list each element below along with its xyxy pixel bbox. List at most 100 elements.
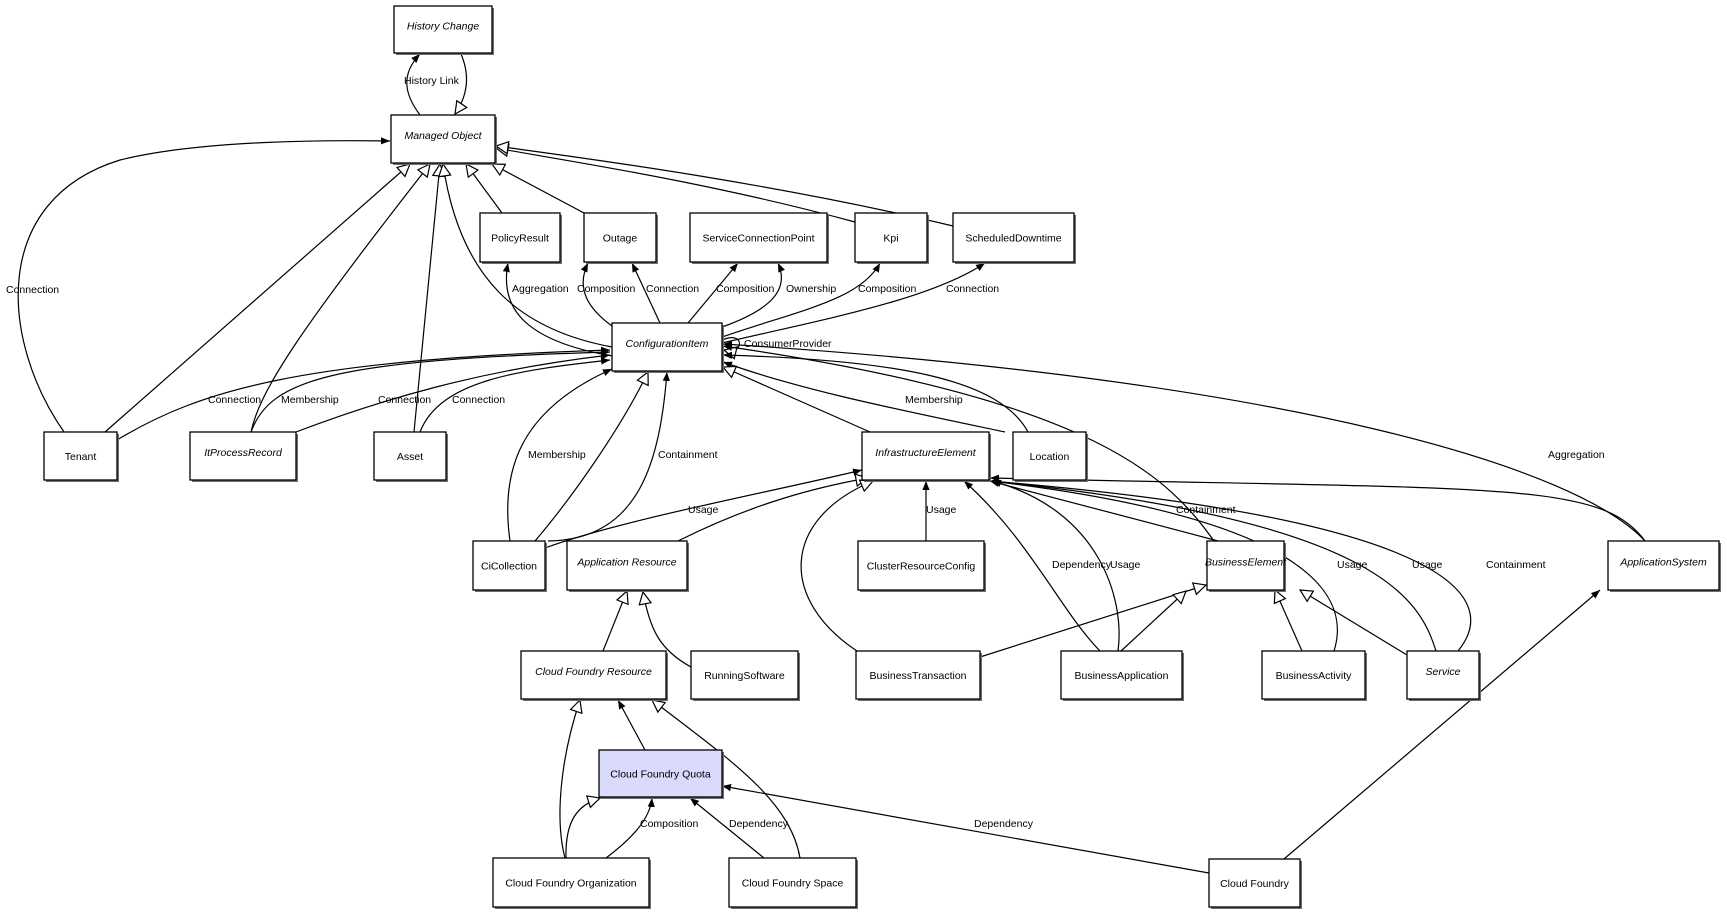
node-box[interactable] [728,857,857,908]
node-infrastructure-element[interactable]: InfrastructureElement [861,431,991,482]
node-cluster-resource-config[interactable]: ClusterResourceConfig [857,540,986,592]
node-managed-object[interactable]: Managed Object [390,114,497,165]
node-label: BusinessApplication [1075,670,1169,682]
node-box[interactable] [1607,540,1720,591]
node-box[interactable] [1206,540,1285,591]
edge-cloud-foundry-to-cloud-foundry-quota [1283,589,1601,860]
node-box[interactable] [1060,650,1183,700]
node-box[interactable] [393,5,493,54]
node-label: RunningSoftware [704,670,785,682]
edge-label: Usage [926,504,957,516]
node-label: Cloud Foundry Organization [505,877,636,889]
node-ci-collection[interactable]: CiCollection [472,540,547,592]
edge-application-system-to-infrastructure-element [979,585,1206,658]
node-label: Tenant [65,451,97,463]
edge-business-activity-to-business-element [1300,590,1408,656]
edge-location-to-configuration-item [722,361,1006,433]
edge-policy-result-to-managed-object [466,164,503,214]
node-scheduled-downtime[interactable]: ScheduledDowntime [952,212,1076,264]
edge-asset-to-managed-object [413,164,440,433]
edge-business-activity-to-infrastructure-element [989,478,1437,652]
edge-configuration-item-to-policy-result [502,262,613,357]
node-box[interactable] [855,650,981,700]
node-business-transaction[interactable]: BusinessTransaction [855,650,982,701]
node-box[interactable] [520,650,667,700]
edge-tenant-to-managed-object [17,137,391,433]
edge-it-process-record-to-configuration-item [250,348,611,433]
node-box[interactable] [1406,650,1480,700]
node-tenant[interactable]: Tenant [43,431,119,482]
node-box[interactable] [857,540,985,591]
node-box[interactable] [854,212,928,263]
node-kpi[interactable]: Kpi [854,212,929,264]
node-box[interactable] [492,857,650,908]
node-box[interactable] [566,540,688,591]
edge-cloud-foundry-space-to-cloud-foundry-resource [565,798,600,859]
node-box[interactable] [189,431,297,481]
node-business-activity[interactable]: BusinessActivity [1261,650,1367,701]
node-cloud-foundry[interactable]: Cloud Foundry [1208,858,1302,909]
node-label: Outage [603,232,638,244]
node-service-connection-point[interactable]: ServiceConnectionPoint [689,212,829,264]
node-policy-result[interactable]: PolicyResult [479,212,562,264]
node-box[interactable] [479,212,561,263]
node-service[interactable]: Service [1406,650,1481,701]
node-history-change[interactable]: History Change [393,5,494,55]
edge-cloud-foundry-organization-to-cloud-foundry-quota [689,797,765,859]
node-box[interactable] [952,212,1075,263]
edge-outage-to-managed-object [492,164,585,214]
node-box[interactable] [689,212,828,263]
node-box[interactable] [373,431,447,481]
edge-configuration-item-to-kpi [721,262,881,338]
node-box[interactable] [1261,650,1366,700]
edge-label: Aggregation [1548,449,1605,461]
node-box[interactable] [583,212,657,263]
node-business-element[interactable]: BusinessElement [1205,540,1287,592]
edge-configuration-item-to-outage [631,262,661,324]
node-asset[interactable]: Asset [373,431,448,482]
edge-label: Membership [905,394,963,406]
edge-business-transaction-to-business-element [1120,591,1186,652]
node-cloud-foundry-organization[interactable]: Cloud Foundry Organization [492,857,651,909]
node-label: ServiceConnectionPoint [702,232,814,244]
edge-business-application-to-infrastructure-element [989,479,1219,542]
edge-tenant-to-configuration-item [116,346,611,441]
node-box[interactable] [611,322,723,372]
edge-application-system-to-configuration-item [722,340,1646,542]
node-label: Cloud Foundry Resource [535,666,652,678]
edge-label: Composition [577,283,636,295]
edge-cloud-foundry-space-to-cloud-foundry-quota [721,784,1210,874]
node-box[interactable] [390,114,496,164]
node-location[interactable]: Location [1012,431,1088,482]
node-outage[interactable]: Outage [583,212,658,264]
edge-it-process-record-to-configuration-item [295,352,611,433]
node-cloud-foundry-quota[interactable]: Cloud Foundry Quota [598,749,724,799]
node-business-application[interactable]: BusinessApplication [1060,650,1184,701]
edge-business-application-to-business-element [1275,590,1303,652]
edge-ci-collection-to-infrastructure-element [544,468,863,549]
node-cloud-foundry-resource[interactable]: Cloud Foundry Resource [520,650,668,701]
node-box[interactable] [690,650,799,700]
edge-label: History Link [404,75,460,87]
edge-configuration-item-to-outage [580,262,613,327]
node-label: Application Resource [576,556,676,568]
node-application-resource[interactable]: Application Resource [566,540,689,592]
node-box[interactable] [1208,858,1301,908]
edge-configuration-item-to-managed-object [443,164,613,348]
node-it-process-record[interactable]: ItProcessRecord [189,431,298,482]
node-box[interactable] [861,431,990,481]
edge-cloud-foundry-organization-to-cloud-foundry-quota [605,797,655,859]
node-box[interactable] [598,749,723,798]
node-box[interactable] [43,431,118,481]
node-application-system[interactable]: ApplicationSystem [1607,540,1721,592]
node-running-software[interactable]: RunningSoftware [690,650,800,701]
node-cloud-foundry-space[interactable]: Cloud Foundry Space [728,857,858,909]
node-box[interactable] [1012,431,1087,481]
node-configuration-item[interactable]: ConfigurationItem [611,322,724,373]
edge-label: Membership [281,394,339,406]
edge-configuration-item-to-service-connection-point [687,262,739,324]
node-label: ApplicationSystem [1619,556,1707,568]
edge-label: Dependency [1052,559,1112,571]
node-label: PolicyResult [491,232,549,244]
node-box[interactable] [472,540,546,591]
